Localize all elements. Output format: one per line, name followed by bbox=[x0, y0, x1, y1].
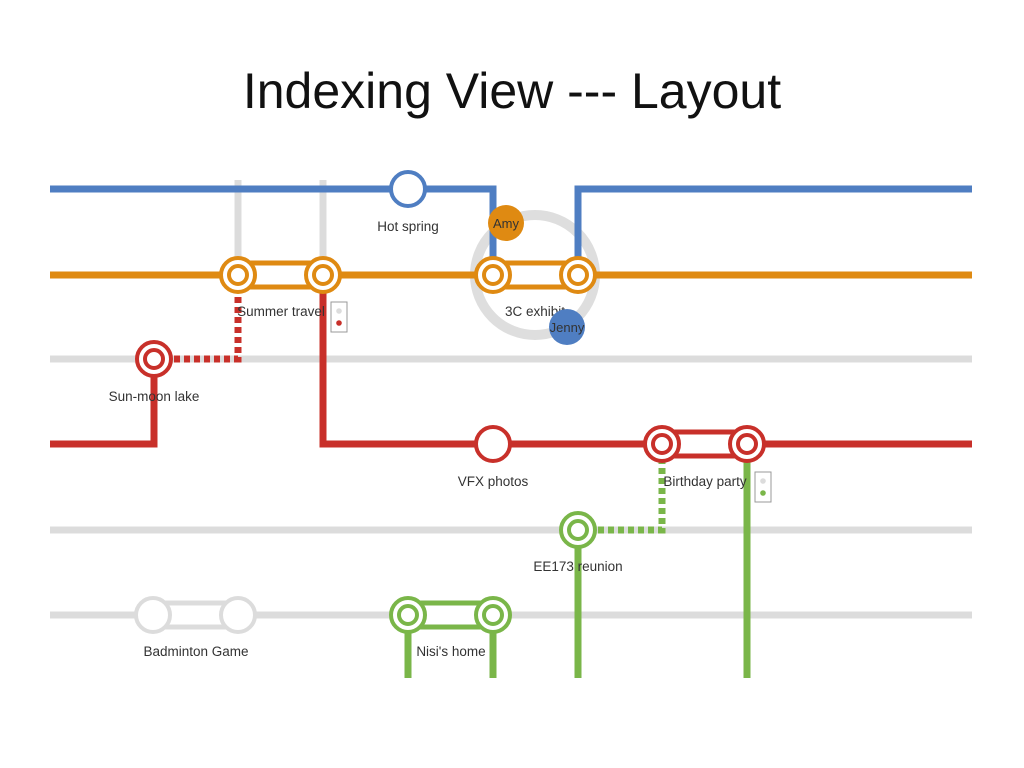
label-summer-travel: Summer travel bbox=[237, 304, 325, 319]
station-3c-exhibit-a[interactable] bbox=[474, 256, 512, 294]
station-sun-moon-lake[interactable] bbox=[135, 340, 173, 378]
label-sun-moon-lake: Sun-moon lake bbox=[109, 389, 200, 404]
label-ee173-reunion: EE173 reunion bbox=[533, 559, 622, 574]
station-summer-travel-a[interactable] bbox=[219, 256, 257, 294]
station-birthday-party-a[interactable] bbox=[643, 425, 681, 463]
birthday-party-legend-box[interactable] bbox=[754, 471, 772, 503]
station-vfx-photos[interactable] bbox=[474, 425, 512, 463]
station-birthday-party-b[interactable] bbox=[728, 425, 766, 463]
station-ee173-reunion[interactable] bbox=[559, 511, 597, 549]
label-3c-exhibit: 3C exhibit bbox=[505, 304, 565, 319]
station-nisis-home-a[interactable] bbox=[389, 596, 427, 634]
red-line-left[interactable] bbox=[50, 359, 158, 448]
green-transfer-dotted bbox=[578, 444, 666, 534]
label-vfx-photos: VFX photos bbox=[458, 474, 529, 489]
person-amy-label: Amy bbox=[493, 216, 520, 231]
label-birthday-party: Birthday party bbox=[663, 474, 747, 489]
blue-line[interactable] bbox=[50, 185, 972, 275]
person-jenny-label: Jenny bbox=[550, 320, 585, 335]
slide-title: Indexing View --- Layout bbox=[242, 63, 782, 119]
station-3c-exhibit-b[interactable] bbox=[559, 256, 597, 294]
person-amy-marker[interactable]: Amy bbox=[488, 205, 524, 241]
red-transfer-dotted bbox=[154, 275, 242, 363]
label-hot-spring: Hot spring bbox=[377, 219, 439, 234]
station-hot-spring[interactable] bbox=[389, 170, 427, 208]
station-summer-travel-b[interactable] bbox=[304, 256, 342, 294]
person-jenny-marker[interactable]: Jenny bbox=[549, 309, 585, 345]
station-badminton-game-b[interactable] bbox=[219, 596, 257, 634]
station-badminton-game-a[interactable] bbox=[134, 596, 172, 634]
station-nisis-home-b[interactable] bbox=[474, 596, 512, 634]
label-nisis-home: Nisi's home bbox=[416, 644, 485, 659]
label-badminton-game: Badminton Game bbox=[143, 644, 248, 659]
summer-travel-legend-box[interactable] bbox=[330, 301, 348, 333]
